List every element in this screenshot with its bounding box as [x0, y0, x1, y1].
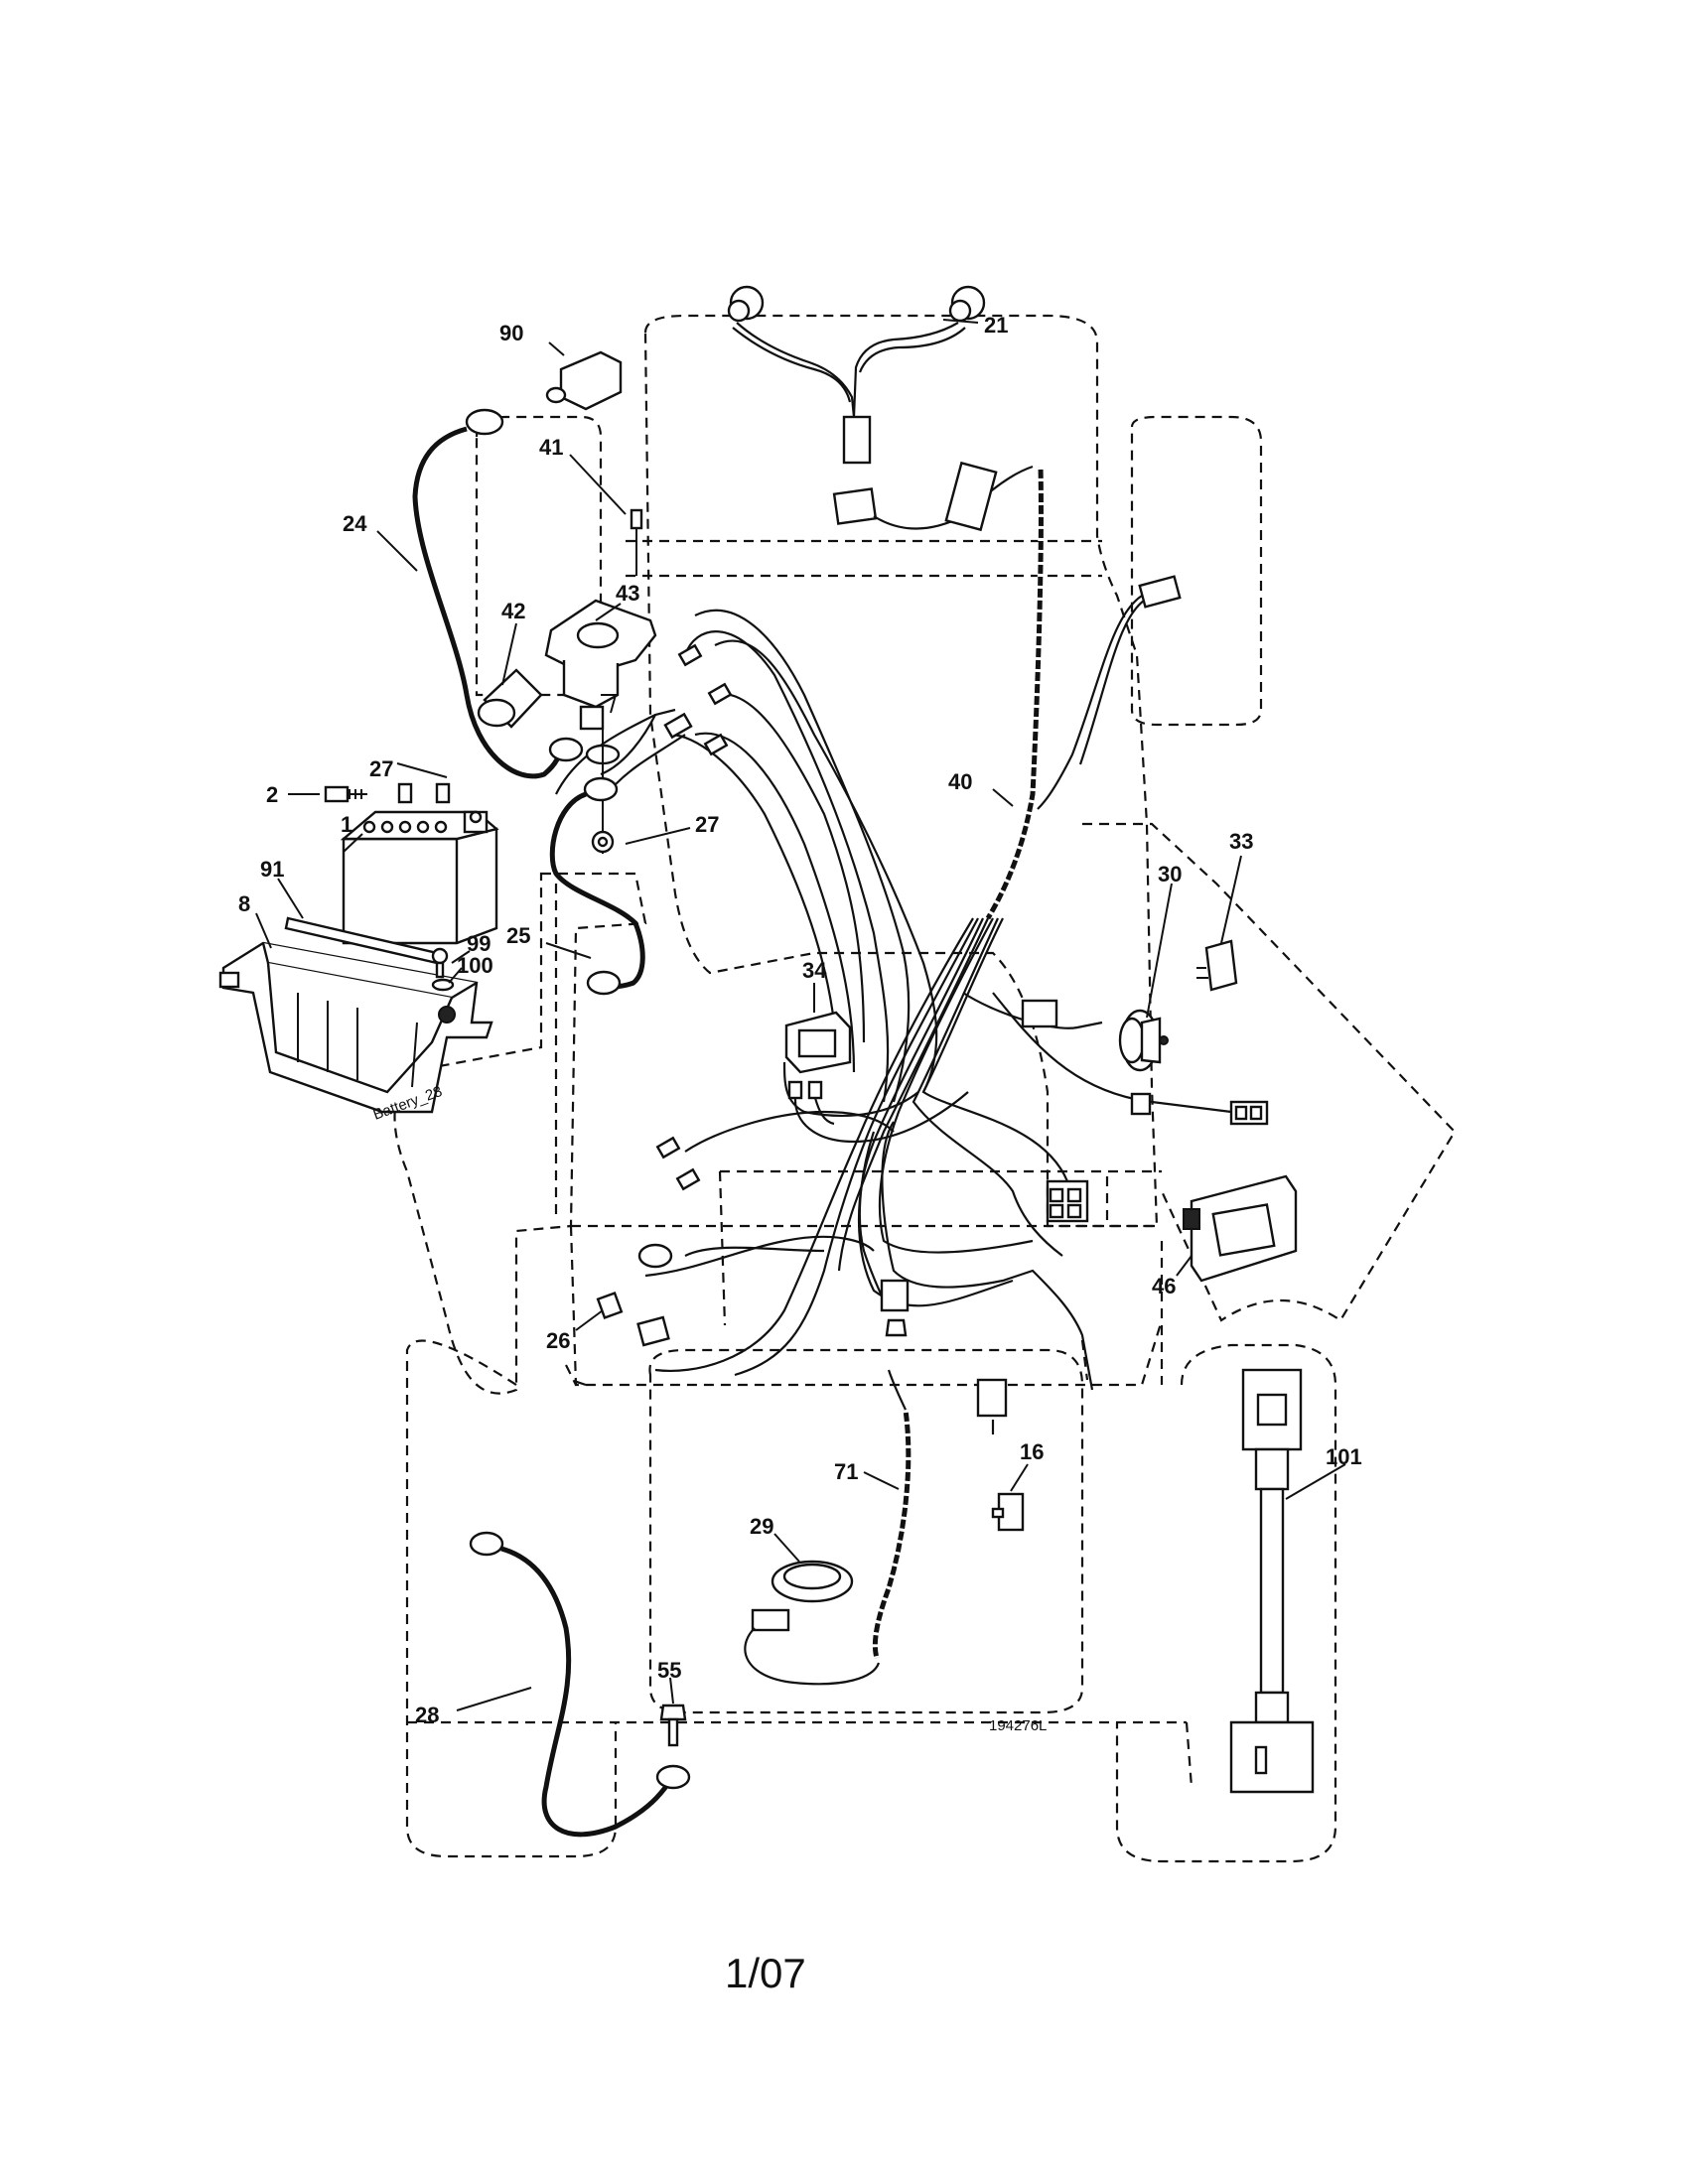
main-harness	[555, 609, 1232, 1391]
callout-41: 41	[539, 435, 563, 460]
hardware-99-100	[431, 947, 455, 992]
callout-71: 71	[834, 1459, 858, 1484]
ignition-switch-30	[1118, 1009, 1169, 1072]
conduit-71	[872, 1369, 912, 1659]
extension-harness-101	[1229, 1368, 1315, 1794]
callout-2: 2	[266, 782, 278, 807]
callout-40: 40	[948, 769, 972, 794]
solenoid-43	[544, 508, 657, 854]
callout-33: 33	[1229, 829, 1253, 854]
ground-terminal	[637, 1243, 673, 1269]
callout-91: 91	[260, 857, 284, 882]
callout-30: 30	[1158, 862, 1182, 887]
callout-26: 26	[546, 1328, 570, 1353]
screw-55	[659, 1704, 687, 1747]
callout-27: 27	[695, 812, 719, 837]
leader-lines	[255, 319, 1346, 1711]
callout-90: 90	[499, 321, 523, 345]
callout-1: 1	[341, 812, 352, 837]
part-90-cap	[545, 350, 623, 411]
callout-8: 8	[238, 891, 250, 916]
callout-100: 100	[457, 953, 493, 978]
callout-99: 99	[467, 931, 491, 956]
battery-tray-8	[218, 941, 493, 1114]
page-number: 1/07	[725, 1950, 806, 1996]
cable-28	[469, 1531, 691, 1838]
callout-16: 16	[1020, 1439, 1044, 1464]
fuse-26	[596, 1291, 670, 1347]
connector-16	[991, 1492, 1025, 1532]
callout-42: 42	[501, 599, 525, 623]
harness-terminals	[655, 461, 1182, 1434]
part-42-boot	[477, 668, 543, 729]
callout-21: 21	[984, 313, 1008, 338]
right-connector	[1229, 1100, 1269, 1126]
cable-25	[549, 734, 686, 996]
battery-1	[324, 782, 499, 945]
callout-27-top: 27	[369, 756, 393, 781]
switch-housing-46	[1183, 1174, 1298, 1283]
callout-29: 29	[750, 1514, 773, 1539]
cable-24	[412, 408, 584, 779]
headlight-harness	[727, 285, 1034, 530]
callout-43: 43	[616, 581, 639, 606]
callout-28: 28	[415, 1703, 439, 1727]
relay-33	[1196, 939, 1238, 992]
seat-switch-29	[744, 1560, 881, 1686]
callout-55: 55	[657, 1658, 681, 1683]
callout-25: 25	[506, 923, 530, 948]
conduit-40	[985, 466, 1045, 920]
callouts: 90 21 41 24 43 42 27 2 1 27 40 91 8 25 9…	[238, 313, 1362, 1727]
callout-46: 46	[1152, 1274, 1176, 1298]
callout-24: 24	[343, 511, 367, 536]
callout-101: 101	[1326, 1444, 1362, 1469]
callout-34: 34	[802, 958, 827, 983]
switch-34	[784, 1011, 969, 1144]
diagram-code: 194276L	[989, 1717, 1047, 1734]
